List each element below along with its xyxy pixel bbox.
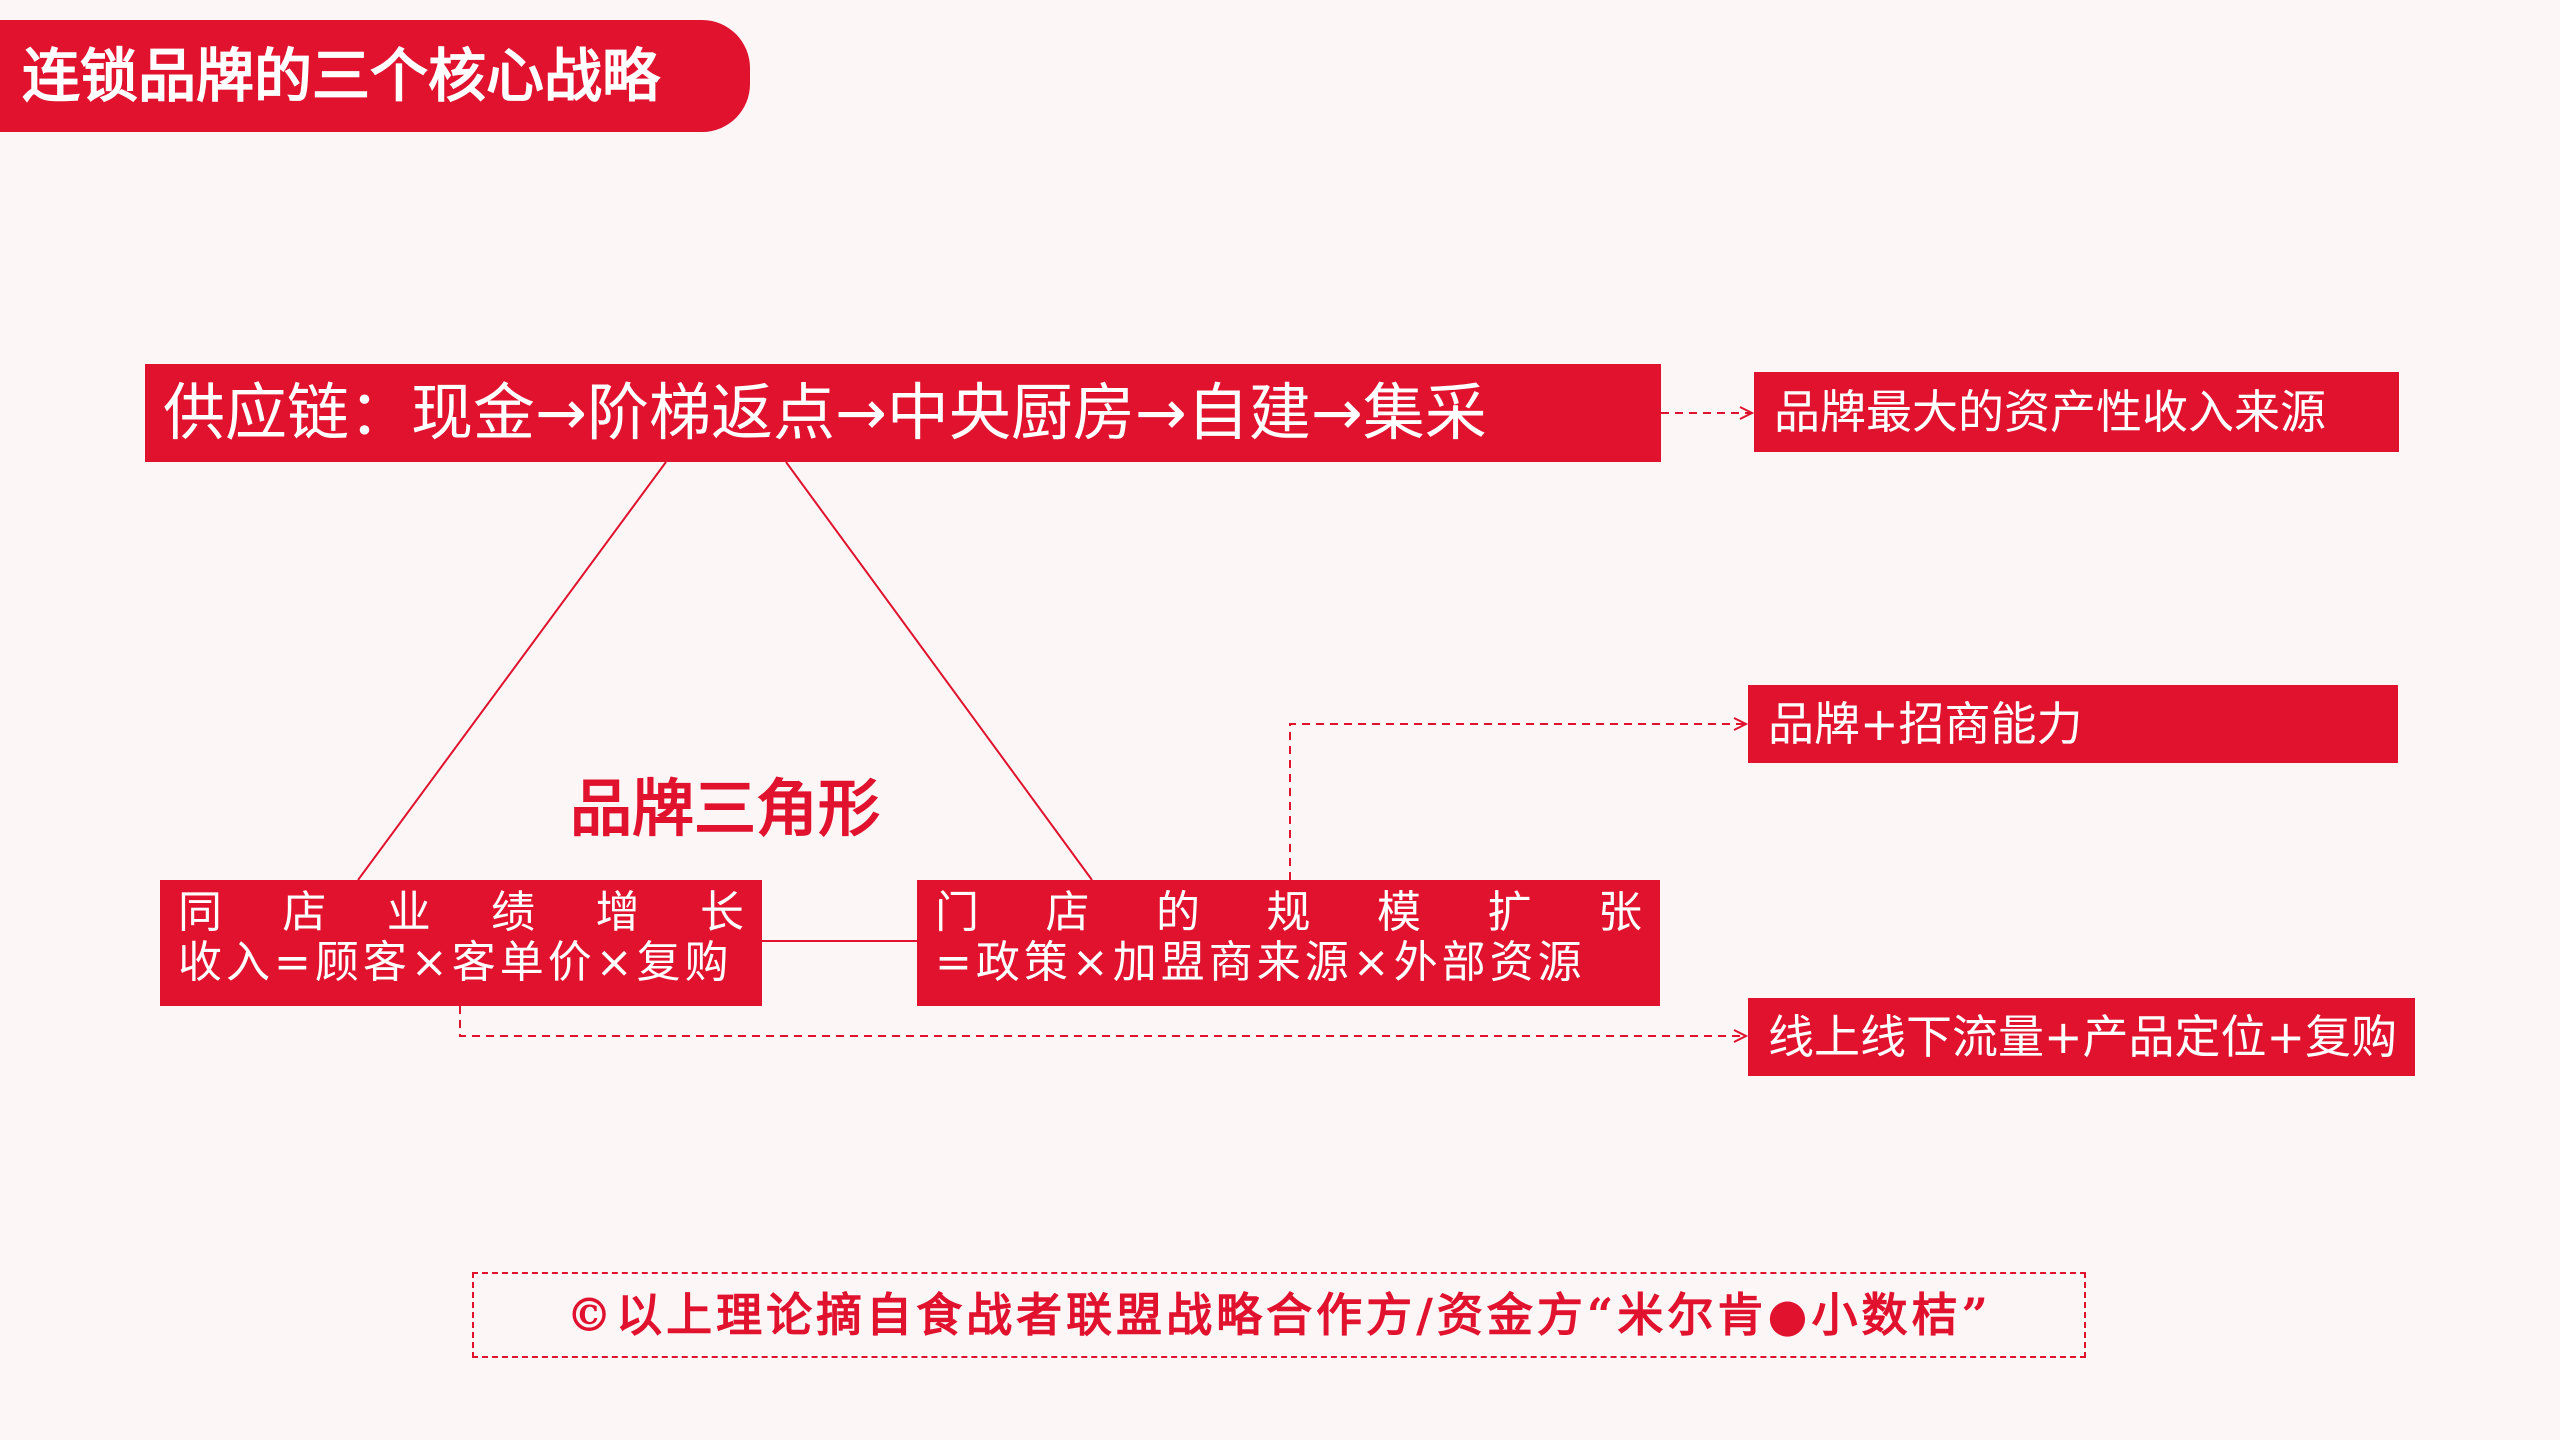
brand-investment-box: 品牌+招商能力: [1748, 685, 2398, 763]
expansion-heading-char: 张: [1598, 887, 1642, 938]
arrow-same-store-to-traffic: [459, 1006, 1746, 1036]
same-store-heading: 同 店 业 绩 增 长: [178, 888, 744, 938]
triangle-right-edge: [785, 461, 1093, 881]
asset-income-box: 品牌最大的资产性收入来源: [1754, 372, 2399, 452]
supply-chain-box: 供应链：现金→阶梯返点→中央厨房→自建→集采: [145, 364, 1661, 462]
same-store-heading-char: 业: [386, 887, 431, 938]
expansion-heading-char: 规: [1266, 887, 1311, 938]
traffic-box: 线上线下流量+产品定位+复购: [1748, 998, 2415, 1076]
same-store-heading-char: 增: [595, 887, 640, 938]
expansion-formula: =政策×加盟商来源×外部资源: [935, 937, 1586, 988]
copyright-note: ©以上理论摘自食战者联盟战略合作方/资金方“米尔肯●小数桔”: [472, 1272, 2086, 1358]
same-store-heading-char: 店: [282, 887, 327, 938]
expansion-heading-char: 门: [935, 887, 979, 938]
store-expansion-box: 门 店 的 规 模 扩 张 =政策×加盟商来源×外部资源: [917, 880, 1660, 1006]
same-store-formula: 收入=顾客×客单价×复购: [178, 937, 733, 988]
page-title: 连锁品牌的三个核心战略: [0, 20, 750, 132]
arrow-expansion-to-investment: [1289, 724, 1746, 880]
triangle-left-edge: [357, 461, 667, 881]
triangle-label: 品牌三角形: [570, 772, 881, 845]
same-store-growth-box: 同 店 业 绩 增 长 收入=顾客×客单价×复购: [160, 880, 762, 1006]
expansion-heading-char: 的: [1156, 887, 1200, 938]
same-store-heading-char: 长: [699, 887, 744, 938]
same-store-heading-char: 绩: [491, 887, 536, 938]
expansion-heading-char: 模: [1377, 887, 1421, 938]
same-store-heading-char: 同: [178, 887, 222, 938]
expansion-heading: 门 店 的 规 模 扩 张: [935, 888, 1642, 938]
expansion-heading-char: 扩: [1487, 887, 1532, 938]
expansion-heading-char: 店: [1045, 887, 1090, 938]
